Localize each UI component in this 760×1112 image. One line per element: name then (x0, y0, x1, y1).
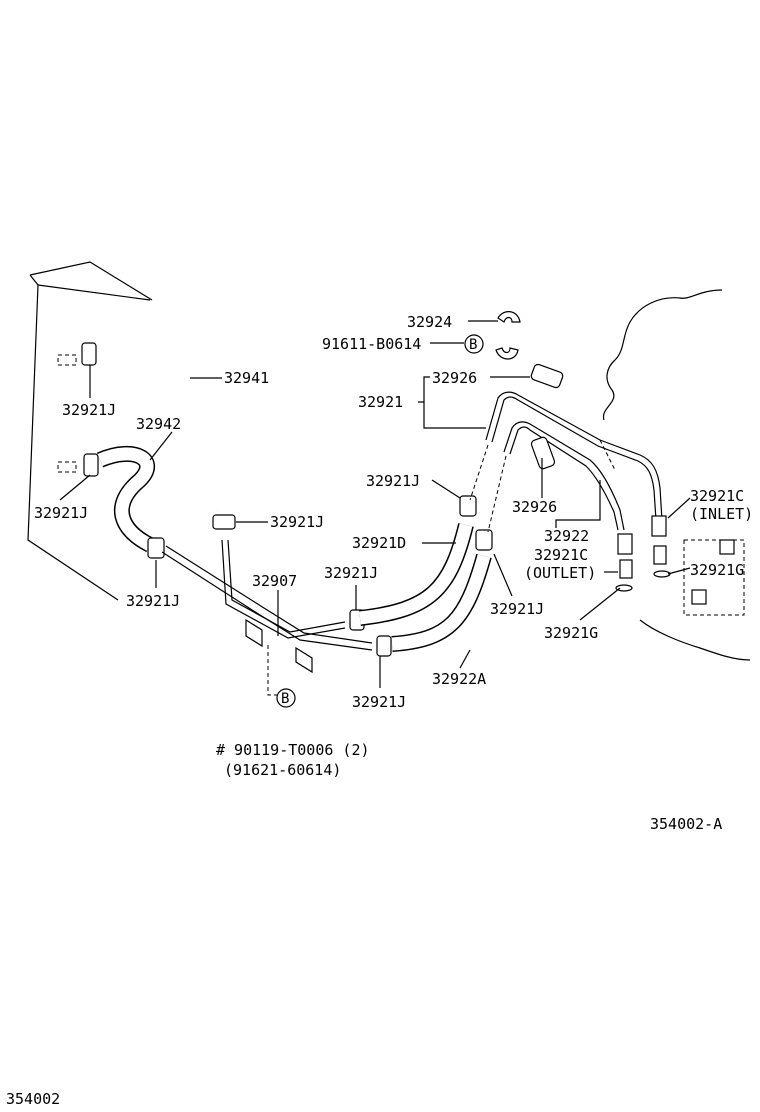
label-32921c-outlet: 32921C (534, 546, 588, 564)
label-32907: 32907 (252, 572, 297, 590)
gasket-32921g-inlet (653, 570, 671, 578)
label-32921c-inlet: 32921C (690, 487, 744, 505)
label-32942: 32942 (136, 415, 181, 433)
hose-32941 (96, 337, 225, 511)
clamp-icons (81, 342, 493, 657)
sleeve-32926-mid (530, 436, 556, 470)
hose-32922a (391, 553, 492, 652)
label-32921j-8: 32921J (490, 600, 544, 618)
label-32922: 32922 (544, 527, 589, 545)
label-32921j-1: 32921J (62, 401, 116, 419)
sleeve-32926-top (530, 363, 564, 389)
label-32921j-4: 32921J (126, 592, 180, 610)
marker-b-top-label: B (469, 337, 477, 353)
pipe-dashed-links (267, 439, 616, 696)
label-32921d: 32921D (352, 534, 406, 552)
label-32921j-5: 32921J (324, 564, 378, 582)
fitting-outlet (617, 533, 633, 555)
clamp-icon (475, 529, 493, 551)
fittings (615, 515, 671, 592)
figure-code: 354002-A (650, 815, 722, 833)
clamp-icon (147, 537, 165, 559)
clamp-icon (459, 495, 477, 517)
clamp-icon (81, 342, 97, 366)
label-32926-2: 32926 (512, 498, 557, 516)
pipe-32907 (161, 539, 373, 674)
transmission-outline (602, 289, 751, 661)
marker-b-bottom-label: B (281, 691, 289, 707)
radiator-outline (27, 261, 153, 601)
fitting-inlet (651, 515, 667, 537)
fitting-inlet-lower (653, 545, 667, 565)
leader-lines (59, 320, 691, 688)
label-32922a: 32922A (432, 670, 486, 688)
marker-b-top (464, 334, 484, 354)
diagram-number: 354002 (6, 1090, 60, 1108)
clamp-icon (212, 514, 236, 530)
label-32921j-7: 32921J (366, 472, 420, 490)
label-32921j-3: 32921J (270, 513, 324, 531)
label-91611-b0614: 91611-B0614 (322, 335, 421, 353)
clamp-icon (376, 635, 392, 657)
clamp-icon (83, 453, 99, 477)
label-32921g-2: 32921G (690, 561, 744, 579)
radiator-connectors (57, 354, 77, 473)
label-bolt: # 90119-T0006 (2) (216, 741, 370, 759)
label-32921j-6: 32921J (352, 693, 406, 711)
hose-32942 (96, 445, 155, 553)
label-32926-1: 32926 (432, 369, 477, 387)
hose-32921d (359, 523, 474, 626)
gasket-32921g-outlet (615, 584, 633, 592)
label-32924: 32924 (407, 313, 452, 331)
marker-b-bottom (276, 688, 296, 708)
label-outlet: (OUTLET) (524, 564, 596, 582)
label-bolt-alt: (91621-60614) (224, 761, 341, 779)
label-inlet: (INLET) (690, 505, 753, 523)
label-32921j-2: 32921J (34, 504, 88, 522)
clip-32924 (495, 311, 521, 360)
label-32921: 32921 (358, 393, 403, 411)
pipe-32922 (503, 421, 625, 531)
label-32921g-1: 32921G (544, 624, 598, 642)
fitting-outlet-lower (619, 559, 633, 579)
label-32941: 32941 (224, 369, 269, 387)
